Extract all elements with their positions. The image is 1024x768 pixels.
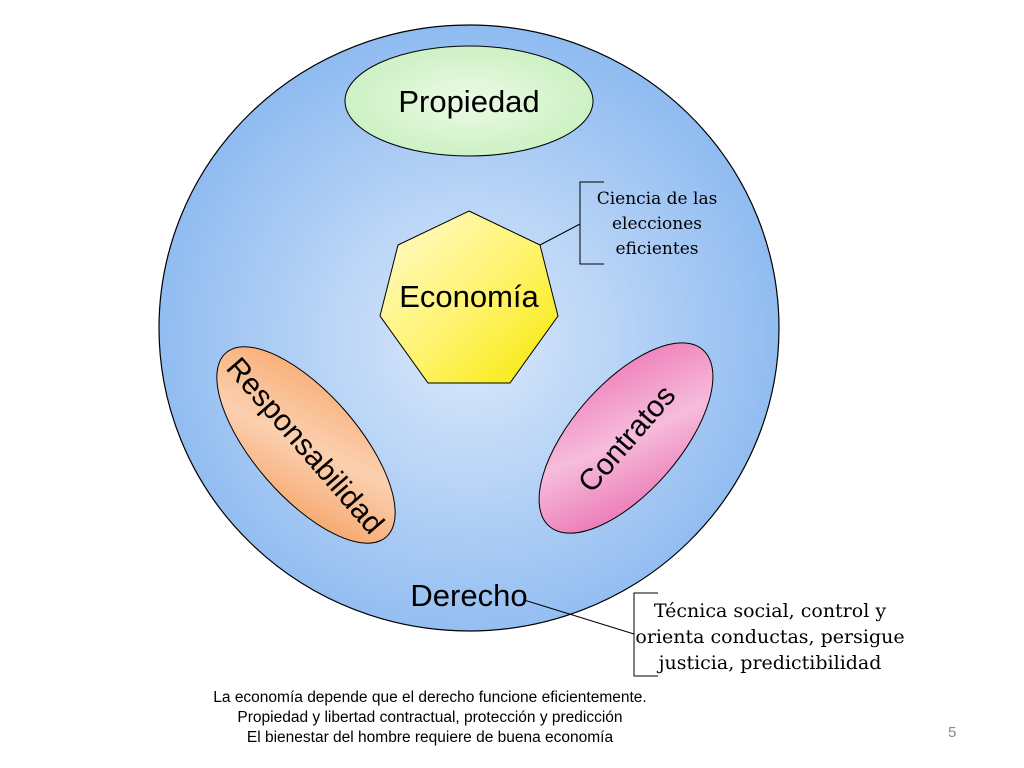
economia-note-bracket <box>579 181 604 265</box>
economia-heptagon <box>379 210 559 384</box>
caption-line-2: Propiedad y libertad contractual, protec… <box>237 709 623 726</box>
derecho-note-line-3: justicia, predictibilidad <box>657 652 882 674</box>
derecho-note-line-2: orienta conductas, persigue <box>635 626 904 648</box>
page-number: 5 <box>948 724 957 741</box>
contratos-ellipse <box>538 342 714 534</box>
economia-connector <box>539 223 581 246</box>
responsabilidad-ellipse <box>216 346 396 544</box>
economia-note-line-1: Ciencia de las <box>597 189 718 209</box>
derecho-note-line-1: Técnica social, control y <box>654 600 886 622</box>
derecho-connector <box>523 599 635 635</box>
caption-line-3: El bienestar del hombre requiere de buen… <box>246 729 614 746</box>
derecho-label: Derecho <box>410 578 527 613</box>
caption-line-1: La economía depende que el derecho funci… <box>213 689 647 706</box>
propiedad-ellipse <box>344 45 594 157</box>
economia-note-line-2: elecciones <box>612 214 702 234</box>
slide-caption: La economía depende que el derecho funci… <box>130 688 730 748</box>
economia-label: Economía <box>399 279 539 314</box>
propiedad-label: Propiedad <box>398 84 539 119</box>
derecho-note-bracket <box>633 592 658 677</box>
economia-note-line-3: eficientes <box>616 239 699 259</box>
